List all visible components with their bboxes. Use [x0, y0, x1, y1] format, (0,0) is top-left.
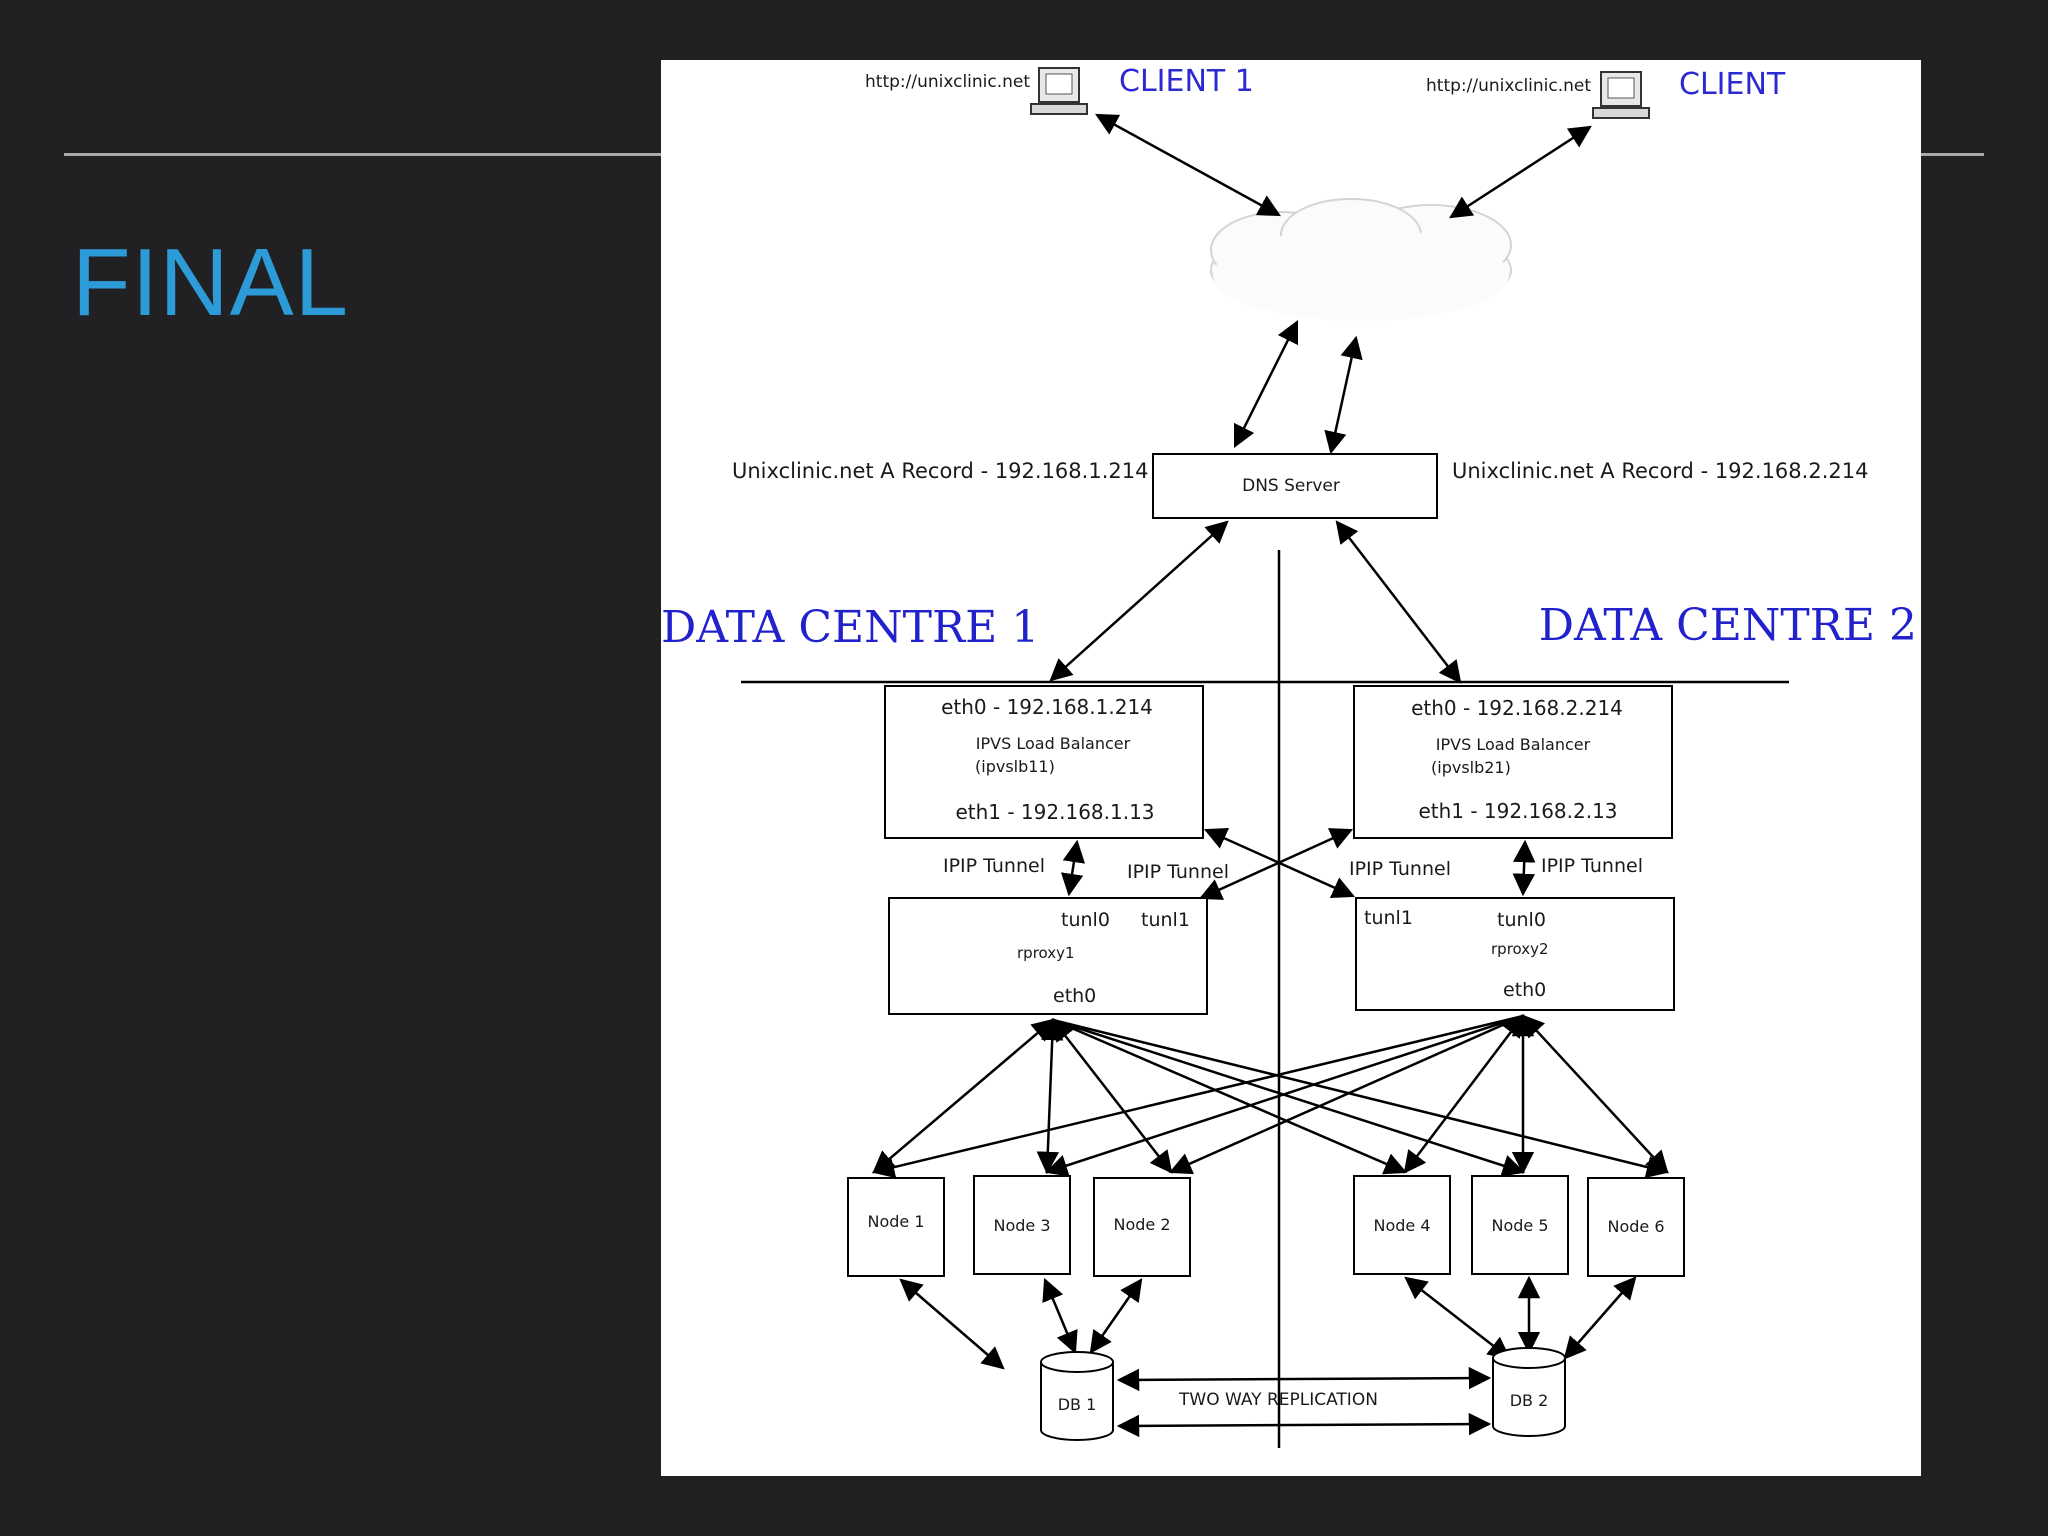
- client-1-url: http://unixclinic.net: [865, 72, 1030, 92]
- slide-title: FINAL: [72, 229, 350, 336]
- dns-server: DNS Server: [1152, 453, 1438, 519]
- computer-icon: [1592, 71, 1650, 119]
- proxy2-eth: eth0: [1503, 979, 1546, 1001]
- database-2: DB 2: [1492, 1347, 1566, 1437]
- internet-cloud: [1210, 198, 1512, 321]
- db1-label: DB 1: [1058, 1395, 1097, 1414]
- replication-arrow-top: [1116, 1366, 1492, 1392]
- proxy2-tun1: tunl1: [1364, 907, 1413, 929]
- client-1: http://unixclinic.net CLIENT 1: [865, 64, 1254, 115]
- arrow-lb2-proxy1: [1198, 828, 1354, 900]
- proxy1-eth: eth0: [1053, 985, 1096, 1007]
- arrow-lb2-proxy2: [1512, 839, 1536, 897]
- data-centre-1-label: DATA CENTRE 1: [661, 602, 1039, 653]
- proxy2-tun0: tunl0: [1497, 909, 1546, 931]
- client-2-url: http://unixclinic.net: [1426, 76, 1591, 96]
- node-3: Node 3: [973, 1175, 1071, 1275]
- architecture-diagram-panel: http://unixclinic.net CLIENT 1 http://un…: [661, 60, 1921, 1476]
- replication-arrow-bottom: [1116, 1412, 1492, 1438]
- db2-label: DB 2: [1510, 1391, 1549, 1410]
- arrow-client2-cloud: [1449, 125, 1592, 219]
- dns-record-right: Unixclinic.net A Record - 192.168.2.214: [1452, 459, 1868, 483]
- database-1: DB 1: [1040, 1351, 1114, 1441]
- data-centre-2-label: DATA CENTRE 2: [1539, 600, 1917, 651]
- node-5-label: Node 5: [1491, 1216, 1548, 1235]
- lb2-eth0: eth0 - 192.168.2.214: [1411, 696, 1623, 720]
- tunnel-label-1: IPIP Tunnel: [943, 855, 1045, 877]
- client-1-label: CLIENT 1: [1119, 64, 1254, 99]
- arrow-client1-cloud: [1095, 113, 1281, 217]
- proxy2-name: rproxy2: [1491, 940, 1549, 958]
- node-2-label: Node 2: [1113, 1215, 1170, 1234]
- lb2-eth1: eth1 - 192.168.2.13: [1418, 799, 1617, 823]
- proxy1-name: rproxy1: [1017, 944, 1075, 962]
- computer-icon: [1030, 67, 1088, 115]
- dns-record-left: Unixclinic.net A Record - 192.168.1.214: [732, 459, 1148, 483]
- arrow-dns-lb2: [1335, 520, 1462, 684]
- reverse-proxy-2: tunl1 tunl0 rproxy2 eth0: [1355, 897, 1675, 1011]
- arrow-lb1-proxy1: [1060, 839, 1086, 897]
- lb1-eth1: eth1 - 192.168.1.13: [955, 800, 1154, 824]
- lb1-name: IPVS Load Balancer: [976, 734, 1131, 753]
- arrow-cloud-dns-1: [1233, 319, 1299, 449]
- proxy1-tun1: tunl1: [1141, 909, 1190, 931]
- node-1: Node 1: [847, 1177, 945, 1277]
- node-6-label: Node 6: [1607, 1217, 1664, 1236]
- client-2-label: CLIENT: [1679, 67, 1786, 102]
- node-db-arrows: [899, 1275, 1637, 1370]
- node-4-label: Node 4: [1373, 1216, 1430, 1235]
- node-6: Node 6: [1587, 1177, 1685, 1277]
- lb1-host: (ipvslb11): [975, 757, 1055, 776]
- replication-label: TWO WAY REPLICATION: [1178, 1390, 1378, 1410]
- node-2: Node 2: [1093, 1177, 1191, 1277]
- architecture-diagram: http://unixclinic.net CLIENT 1 http://un…: [661, 64, 1917, 1448]
- tunnel-label-2: IPIP Tunnel: [1127, 861, 1229, 883]
- node-5: Node 5: [1471, 1175, 1569, 1275]
- client-2: http://unixclinic.net CLIENT: [1426, 67, 1786, 119]
- tunnel-label-3: IPIP Tunnel: [1349, 858, 1451, 880]
- arrow-dns-lb1: [1049, 520, 1229, 682]
- node-1-label: Node 1: [867, 1212, 924, 1231]
- node-4: Node 4: [1353, 1175, 1451, 1275]
- reverse-proxy-1: tunl0 tunl1 rproxy1 eth0: [888, 897, 1208, 1015]
- dns-server-label: DNS Server: [1242, 476, 1340, 496]
- load-balancer-1: eth0 - 192.168.1.214 IPVS Load Balancer …: [884, 685, 1204, 839]
- load-balancer-2: eth0 - 192.168.2.214 IPVS Load Balancer …: [1353, 685, 1673, 839]
- node-3-label: Node 3: [993, 1216, 1050, 1235]
- proxy-node-arrows: [871, 1013, 1670, 1179]
- proxy1-tun0: tunl0: [1061, 909, 1110, 931]
- lb2-name: IPVS Load Balancer: [1436, 735, 1591, 754]
- tunnel-label-4: IPIP Tunnel: [1541, 855, 1643, 877]
- lb1-eth0: eth0 - 192.168.1.214: [941, 695, 1153, 719]
- lb2-host: (ipvslb21): [1431, 758, 1511, 777]
- arrow-cloud-dns-2: [1324, 335, 1363, 455]
